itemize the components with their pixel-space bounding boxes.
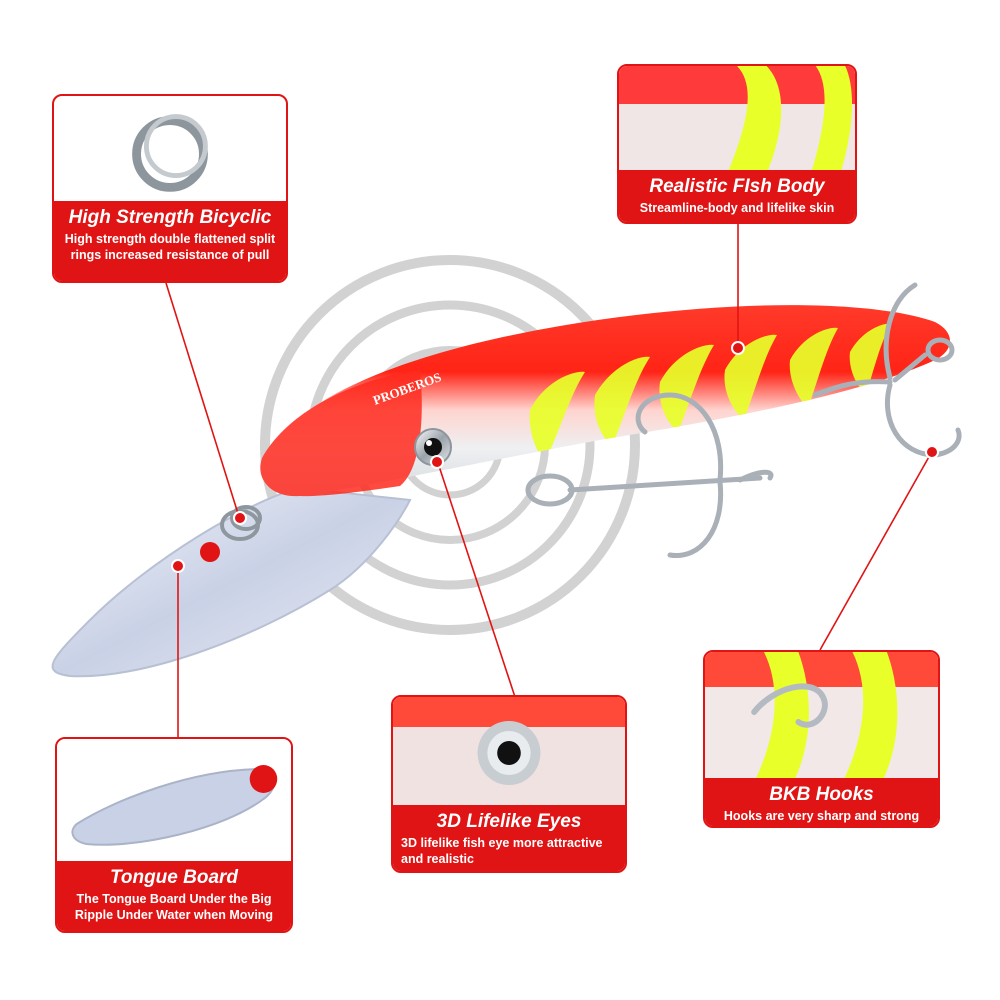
tail-treble-hook <box>812 282 962 458</box>
fish-body-photo <box>619 66 855 174</box>
callout-eyes-title: 3D Lifelike Eyes <box>436 811 582 832</box>
callout-tongue-board-title: Tongue Board <box>109 867 239 888</box>
callout-eyes-desc: 3D lifelike fish eye more attractive and… <box>401 836 603 866</box>
split-ring-icon <box>132 114 208 192</box>
callout-split-ring-title: High Strength Bicyclic <box>68 207 272 228</box>
lure-head <box>260 370 422 497</box>
split-ring-photo <box>54 96 286 206</box>
callout-hooks: BKB Hooks Hooks are very sharp and stron… <box>703 650 940 828</box>
callout-hooks-title: BKB Hooks <box>769 784 874 805</box>
callout-fish-body-title: Realistic FIsh Body <box>649 176 825 197</box>
callout-eyes: 3D Lifelike Eyes 3D lifelike fish eye mo… <box>391 695 627 873</box>
callout-split-ring: High Strength Bicyclic High strength dou… <box>52 94 288 283</box>
callout-hooks-desc: Hooks are very sharp and strong <box>723 809 920 823</box>
lure-eye <box>414 428 452 466</box>
tongue-board-photo <box>57 739 291 865</box>
callout-fish-body-desc: Streamline-body and lifelike skin <box>639 201 835 215</box>
callout-tongue-board: Tongue Board The Tongue Board Under the … <box>55 737 293 933</box>
eye-photo <box>393 697 625 809</box>
callout-pointers <box>165 222 931 739</box>
hooks-photo <box>705 652 938 782</box>
callout-split-ring-desc: High strength double flattened split rin… <box>64 232 276 262</box>
body-stripes <box>529 323 891 462</box>
callout-fish-body: Realistic FIsh Body Streamline-body and … <box>617 64 857 224</box>
pointer-dots <box>171 341 939 573</box>
belly-treble-hook <box>525 392 774 559</box>
tongue-board-shape <box>51 486 412 678</box>
callout-tongue-board-desc: The Tongue Board Under the Big Ripple Un… <box>74 892 274 922</box>
